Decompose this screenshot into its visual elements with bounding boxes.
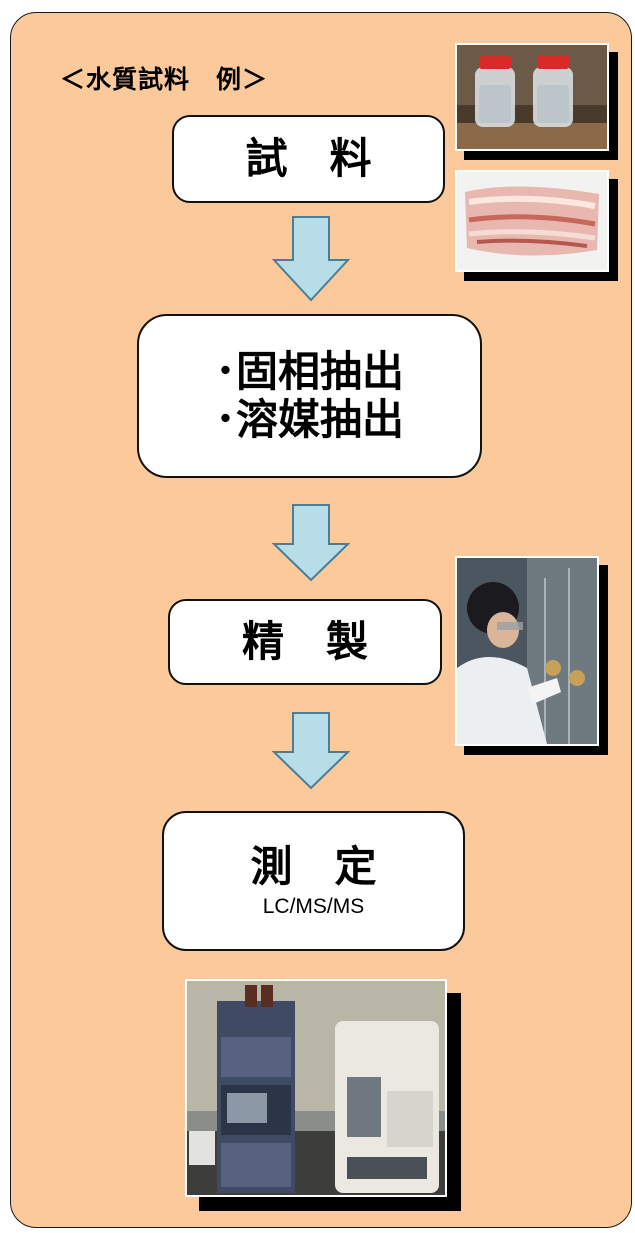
down-arrow-icon	[272, 216, 350, 302]
step-cleanup: 精 製	[168, 599, 442, 685]
pork-meat-photo	[455, 170, 618, 281]
step-sample-label: 試 料	[245, 133, 372, 183]
step-sample: 試 料	[172, 115, 445, 203]
step-extraction-line1: ･固相抽出	[214, 346, 404, 396]
step-measurement-label: 測 定	[250, 841, 377, 891]
step-cleanup-label: 精 製	[241, 616, 368, 666]
step-extraction: ･固相抽出 ･溶媒抽出	[137, 314, 482, 478]
water-bottles-photo	[455, 43, 618, 160]
lc-ms-ms-instrument-photo	[185, 979, 461, 1211]
heading: ＜水質試料 例＞	[60, 65, 269, 94]
step-extraction-line2: ･溶媒抽出	[214, 395, 404, 444]
step-measurement: 測 定 LC/MS/MS	[162, 811, 465, 951]
step-measurement-sub: LC/MS/MS	[262, 895, 365, 919]
down-arrow-icon	[272, 712, 350, 790]
down-arrow-icon	[272, 504, 350, 582]
lab-worker-photo	[455, 556, 608, 755]
